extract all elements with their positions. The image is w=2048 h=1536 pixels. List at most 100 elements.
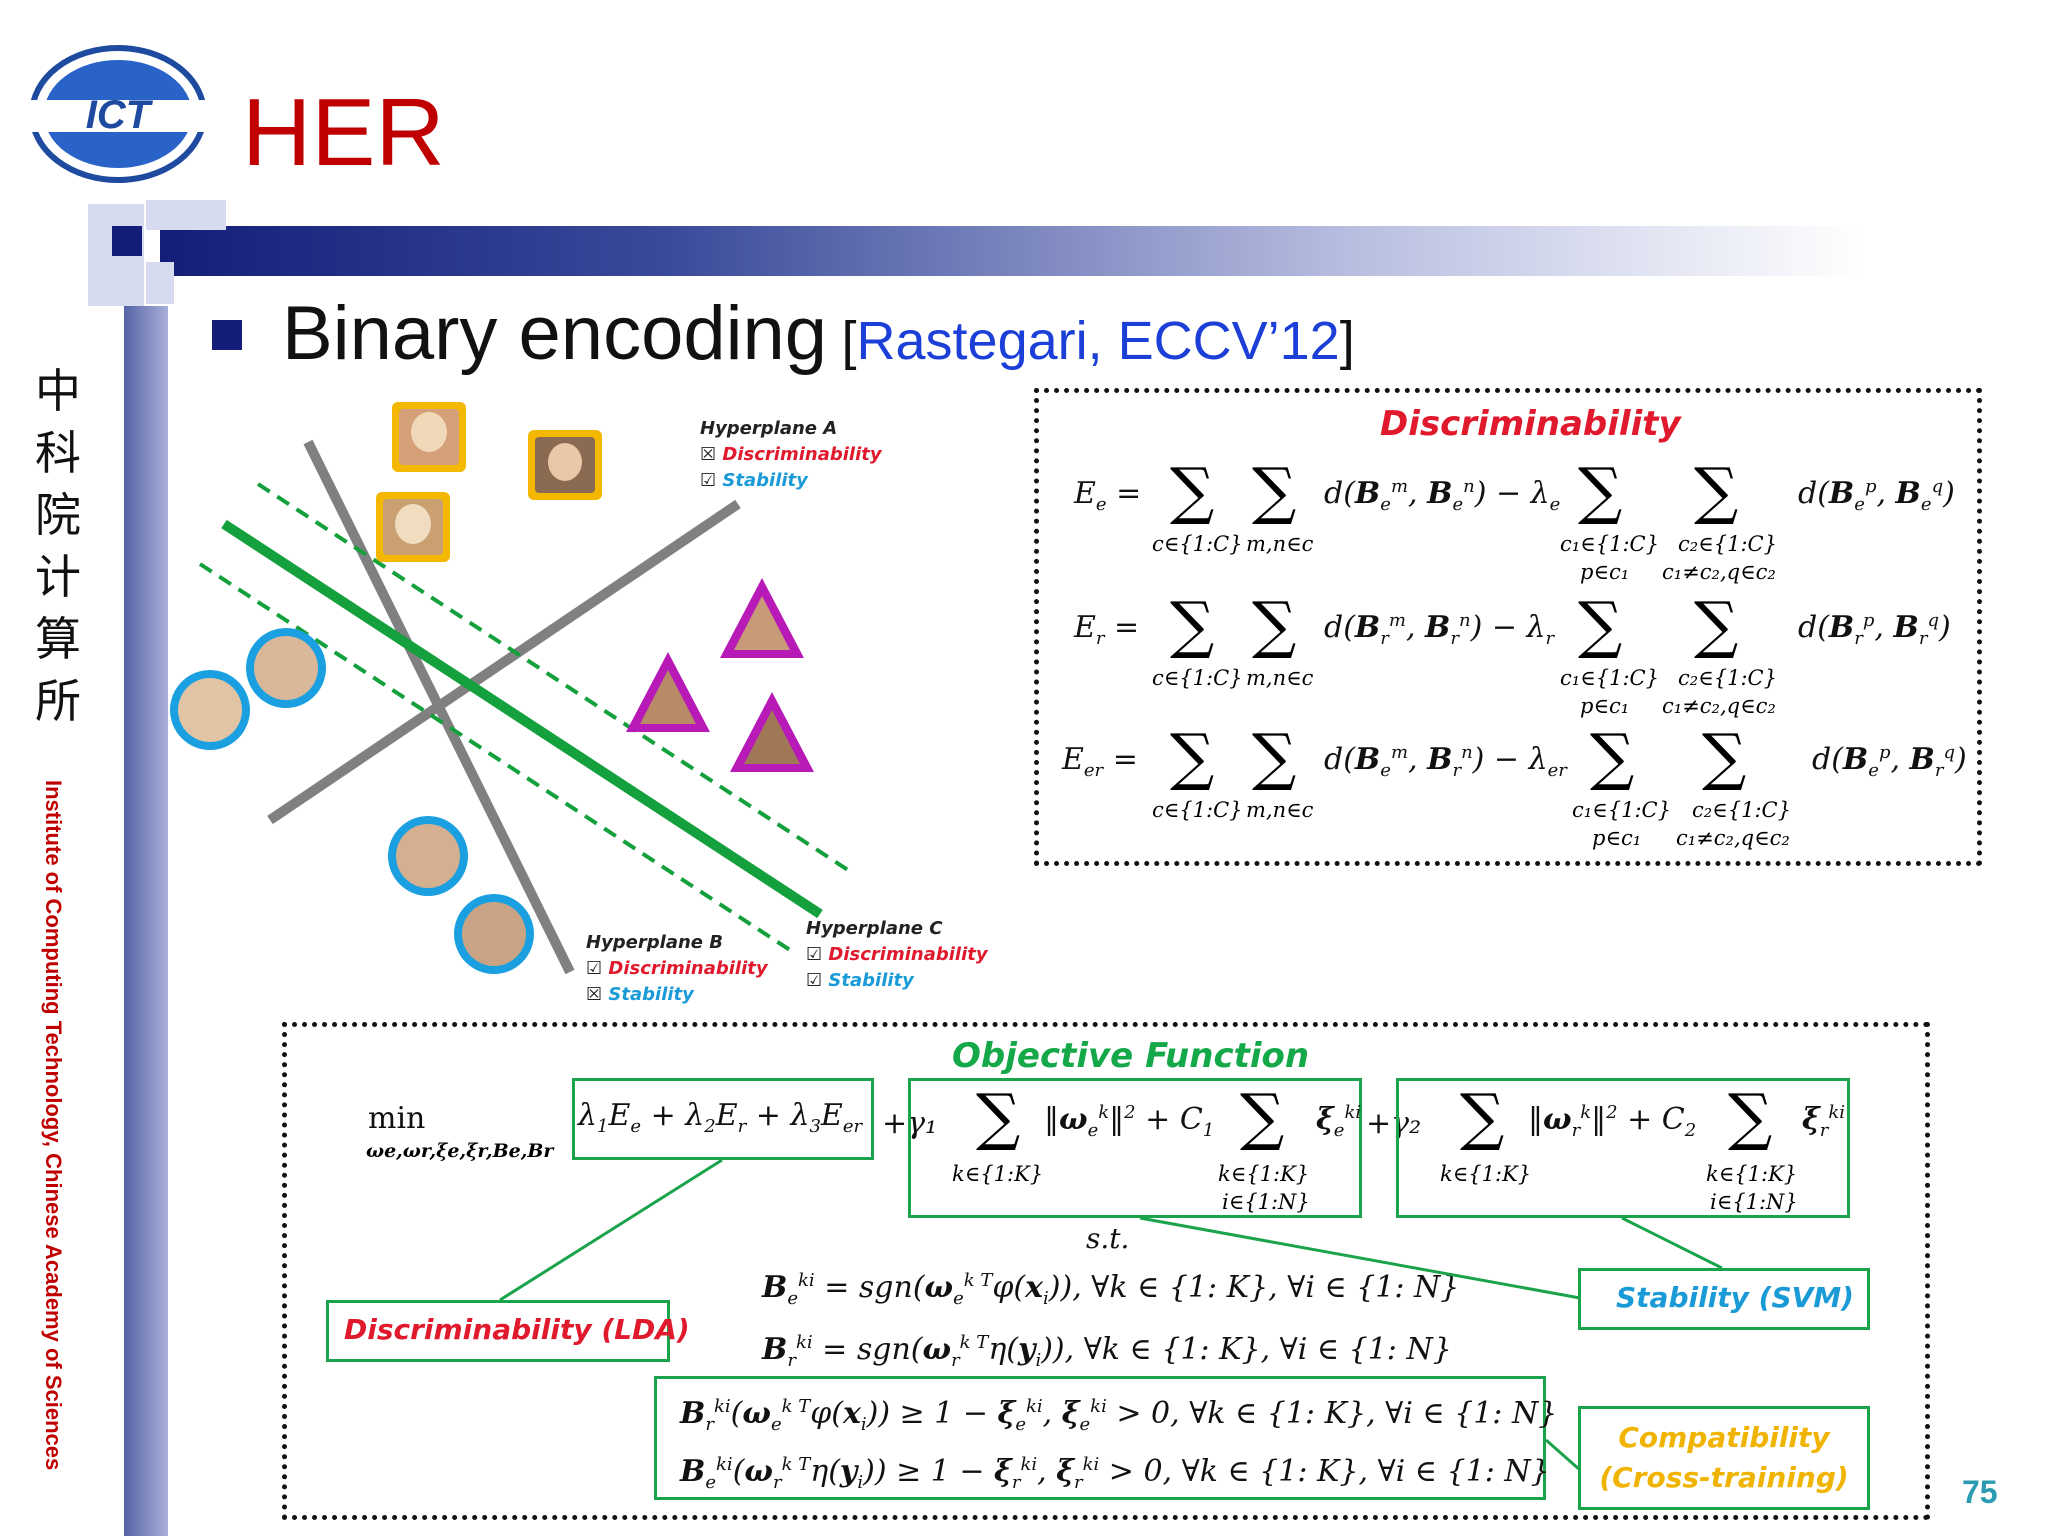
sum-symbol: ∑ bbox=[976, 1080, 1021, 1153]
i-range: i∈{1:N} bbox=[1710, 1190, 1798, 1214]
sum-range: c₁≠c₂,q∈c₂ bbox=[1662, 560, 1776, 584]
bullet-text: Binary encoding bbox=[282, 291, 828, 376]
distance-term: d(Brm, Brn) − λr bbox=[1324, 610, 1555, 649]
constraint-cross-r: Beki(ωrk Tη(yi)) ≥ 1 − ξrki, ξrki > 0, ∀… bbox=[680, 1454, 1550, 1493]
sum-range: p∈c₁ bbox=[1580, 560, 1630, 584]
page-title: HER bbox=[242, 79, 445, 186]
i-range: i∈{1:N} bbox=[1222, 1190, 1310, 1214]
k-range: k∈{1:K} bbox=[1706, 1162, 1798, 1186]
k-range: k∈{1:K} bbox=[1440, 1162, 1532, 1186]
sum-symbol: ∑ bbox=[1590, 720, 1635, 793]
distance-term: d(Bep, Brq) bbox=[1812, 742, 1967, 781]
sum-symbol: ∑ bbox=[1170, 454, 1215, 527]
k-range: k∈{1:K} bbox=[1218, 1162, 1310, 1186]
deco-square bbox=[112, 226, 142, 256]
xi-e: ξeki bbox=[1316, 1102, 1362, 1141]
distance-term: d(Bem, Brn) − λer bbox=[1324, 742, 1567, 781]
bullet-ref: Rastegari, ECCV’12 bbox=[856, 311, 1340, 371]
face-circle bbox=[246, 628, 326, 708]
sum-range: c₁∈{1:C} bbox=[1560, 666, 1659, 690]
sum-range: p∈c₁ bbox=[1580, 694, 1630, 718]
k-range: k∈{1:K} bbox=[952, 1162, 1044, 1186]
lda-term-box bbox=[572, 1078, 874, 1160]
compat-constraints-box bbox=[654, 1376, 1546, 1500]
sum-symbol: ∑ bbox=[1252, 720, 1297, 793]
left-vertical-bar bbox=[124, 306, 168, 1536]
deco-square bbox=[146, 262, 174, 304]
bullet-square bbox=[212, 320, 242, 350]
sum-range: c∈{1:C} bbox=[1152, 532, 1243, 556]
bullet-line: Binary encoding [Rastegari, ECCV’12] bbox=[282, 290, 1355, 377]
sum-range: c₁∈{1:C} bbox=[1572, 798, 1671, 822]
compat-label-box bbox=[1578, 1406, 1870, 1510]
objective-box bbox=[282, 1022, 1930, 1520]
face-triangle bbox=[730, 692, 814, 772]
norm-we: ‖ωek‖2 + C1 bbox=[1044, 1102, 1215, 1141]
min-operator: min bbox=[368, 1101, 426, 1136]
sum-symbol: ∑ bbox=[1694, 588, 1739, 661]
sum-symbol: ∑ bbox=[1578, 588, 1623, 661]
min-subscript: ωe,ωr,ξe,ξr,Be,Br bbox=[366, 1140, 554, 1162]
discriminability-box bbox=[1034, 388, 1982, 866]
face-circle bbox=[170, 670, 250, 750]
hyperplane-c-label: Hyperplane C ☑ Discriminability ☑ Stabil… bbox=[806, 918, 988, 991]
deco-square bbox=[146, 200, 226, 230]
constraint-br: Brki = sgn(ωrk Tη(yi)), ∀k ∈ {1: K}, ∀i … bbox=[762, 1332, 1452, 1371]
bullet-ref-close: ] bbox=[1339, 311, 1355, 371]
constraint-be: Beki = sgn(ωek Tφ(xi)), ∀k ∈ {1: K}, ∀i … bbox=[762, 1270, 1460, 1309]
sum-symbol: ∑ bbox=[1702, 720, 1747, 793]
margin-upper-line bbox=[256, 482, 856, 876]
compat-label: Compatibility (Cross-training) bbox=[1599, 1421, 1849, 1494]
margin-lower-line bbox=[198, 562, 798, 956]
sum-range: m,n∈c bbox=[1246, 532, 1314, 556]
constraint-cross-e: Brki(ωek Tφ(xi)) ≥ 1 − ξeki, ξeki > 0, ∀… bbox=[680, 1396, 1558, 1435]
deco-square bbox=[88, 256, 144, 306]
sum-symbol: ∑ bbox=[1252, 588, 1297, 661]
sum-range: m,n∈c bbox=[1246, 798, 1314, 822]
subject-to: s.t. bbox=[1086, 1222, 1130, 1255]
xi-r: ξrki bbox=[1802, 1102, 1846, 1141]
face-circle bbox=[388, 816, 468, 896]
sum-symbol: ∑ bbox=[1728, 1080, 1773, 1153]
sum-symbol: ∑ bbox=[1252, 454, 1297, 527]
face-triangle bbox=[720, 578, 804, 658]
sum-range: c₂∈{1:C} bbox=[1678, 666, 1777, 690]
distance-term: d(Bem, Ben) − λe bbox=[1324, 476, 1561, 515]
svm-term-box-r bbox=[1396, 1078, 1850, 1218]
side-chinese-text: 中 科 院 计 算 所 bbox=[35, 364, 81, 728]
face-square bbox=[376, 492, 450, 562]
hyperplane-figure bbox=[160, 390, 1020, 1010]
gamma2-term: +γ₂ bbox=[1366, 1106, 1422, 1141]
hyperplane-a-line bbox=[267, 499, 741, 825]
logo-text: ICT bbox=[86, 93, 154, 137]
face-circle bbox=[454, 894, 534, 974]
ict-logo: ICT bbox=[28, 44, 208, 184]
svm-term-box-e bbox=[908, 1078, 1362, 1218]
sum-range: c₁≠c₂,q∈c₂ bbox=[1676, 826, 1790, 850]
sum-range: c₂∈{1:C} bbox=[1678, 532, 1777, 556]
sum-symbol: ∑ bbox=[1170, 720, 1215, 793]
face-square bbox=[392, 402, 466, 472]
page-number: 75 bbox=[1962, 1474, 1998, 1510]
svm-label-box bbox=[1578, 1268, 1870, 1330]
energy-lhs: Ee = bbox=[1074, 476, 1142, 515]
norm-wr: ‖ωrk‖2 + C2 bbox=[1528, 1102, 1697, 1141]
discriminability-title: Discriminability bbox=[1380, 404, 1681, 444]
sum-range: c₁≠c₂,q∈c₂ bbox=[1662, 694, 1776, 718]
lda-label-box bbox=[326, 1300, 670, 1362]
sum-symbol: ∑ bbox=[1460, 1080, 1505, 1153]
sum-range: c₂∈{1:C} bbox=[1692, 798, 1791, 822]
sum-symbol: ∑ bbox=[1694, 454, 1739, 527]
sum-symbol: ∑ bbox=[1240, 1080, 1285, 1153]
objective-title: Objective Function bbox=[952, 1036, 1310, 1076]
lda-term: λ1Ee + λ2Er + λ3Eer bbox=[578, 1098, 863, 1137]
bullet-ref-open: [ bbox=[841, 311, 857, 371]
hyperplane-a-label: Hyperplane A ☒ Discriminability ☑ Stabil… bbox=[700, 418, 882, 491]
energy-lhs: Eer = bbox=[1062, 742, 1138, 781]
header-gradient-bar bbox=[160, 226, 1860, 276]
sum-range: c₁∈{1:C} bbox=[1560, 532, 1659, 556]
energy-lhs: Er = bbox=[1074, 610, 1140, 649]
hyperplane-b-label: Hyperplane B ☑ Discriminability ☒ Stabil… bbox=[586, 932, 768, 1005]
distance-term: d(Bep, Beq) bbox=[1798, 476, 1955, 515]
